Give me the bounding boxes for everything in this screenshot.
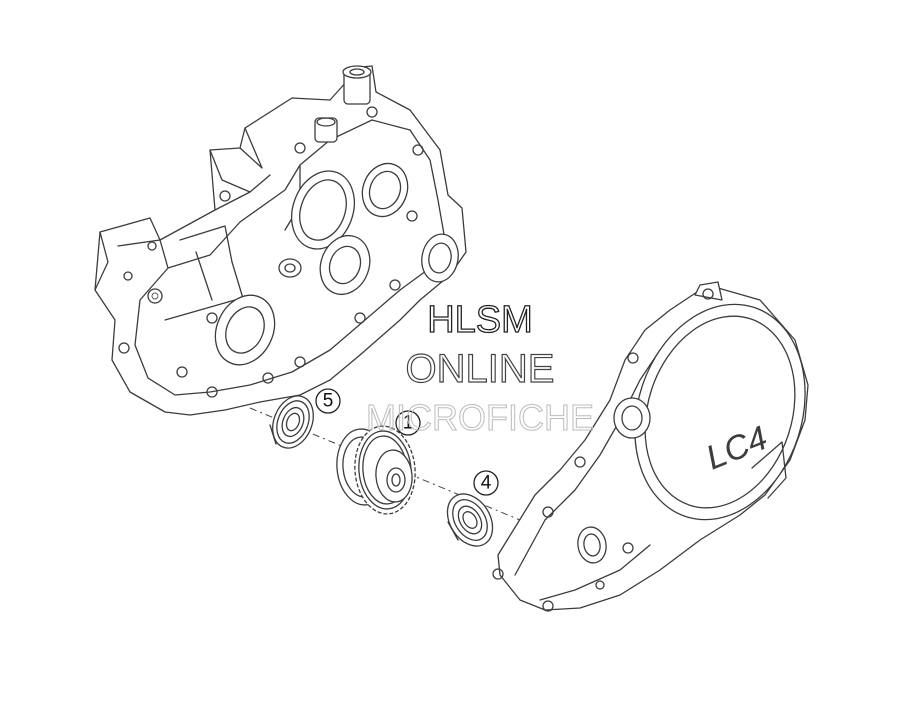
callout-4-label: 4 [481, 473, 492, 494]
engine-case-half [94, 65, 467, 416]
watermark-line-1: HLSM [427, 299, 533, 341]
watermark-line-3: MICROFICHE [366, 397, 594, 438]
callout-5-label: 5 [323, 391, 334, 412]
bearing-right [446, 493, 494, 547]
ignition-cover: LC4 [492, 281, 809, 612]
watermark: HLSM ONLINE MICROFICHE [366, 298, 595, 438]
bearing-left [269, 395, 314, 449]
callout-1-label: 1 [403, 413, 414, 434]
callout-5: 5 [315, 388, 341, 414]
watermark-line-2: ONLINE [406, 347, 555, 391]
callout-1: 1 [395, 410, 421, 436]
gear-hub [336, 425, 416, 515]
callout-4: 4 [473, 470, 499, 496]
